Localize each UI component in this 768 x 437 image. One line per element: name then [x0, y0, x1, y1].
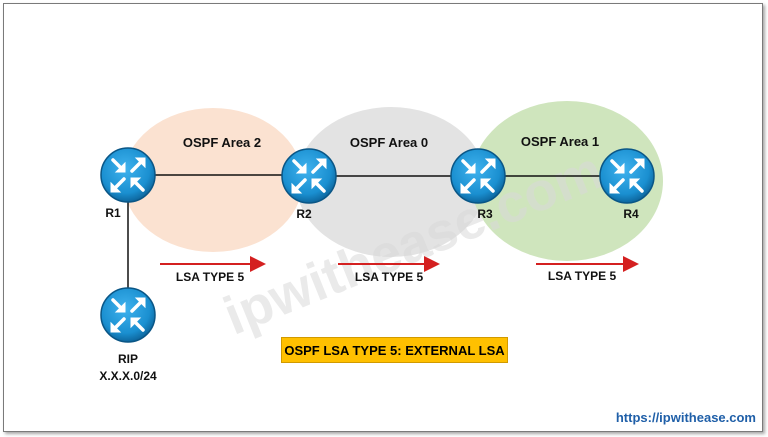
lsa-label: LSA TYPE 5	[355, 270, 424, 284]
router-r1-label: R1	[105, 206, 121, 220]
area-1-label: OSPF Area 1	[521, 134, 599, 149]
rip-network-label: X.X.X.0/24	[99, 369, 157, 383]
lsa-label: LSA TYPE 5	[176, 270, 245, 284]
router-icon	[280, 147, 338, 205]
router-icon	[99, 286, 157, 344]
area-2-label: OSPF Area 2	[183, 135, 261, 150]
lsa-label: LSA TYPE 5	[548, 269, 617, 283]
area-2-ellipse	[123, 108, 303, 252]
router-r4-label: R4	[623, 207, 639, 221]
router-icon	[99, 146, 157, 204]
area-0-label: OSPF Area 0	[350, 135, 428, 150]
area-0-ellipse	[296, 107, 486, 257]
router-icon	[598, 147, 656, 205]
router-rip-label: RIP	[118, 352, 138, 366]
site-url: https://ipwithease.com	[615, 410, 756, 425]
router-r3-label: R3	[477, 207, 493, 221]
router-icon	[449, 147, 507, 205]
area-1-ellipse	[471, 101, 663, 261]
diagram-title: OSPF LSA TYPE 5: EXTERNAL LSA	[281, 337, 508, 363]
router-r2-label: R2	[296, 207, 312, 221]
